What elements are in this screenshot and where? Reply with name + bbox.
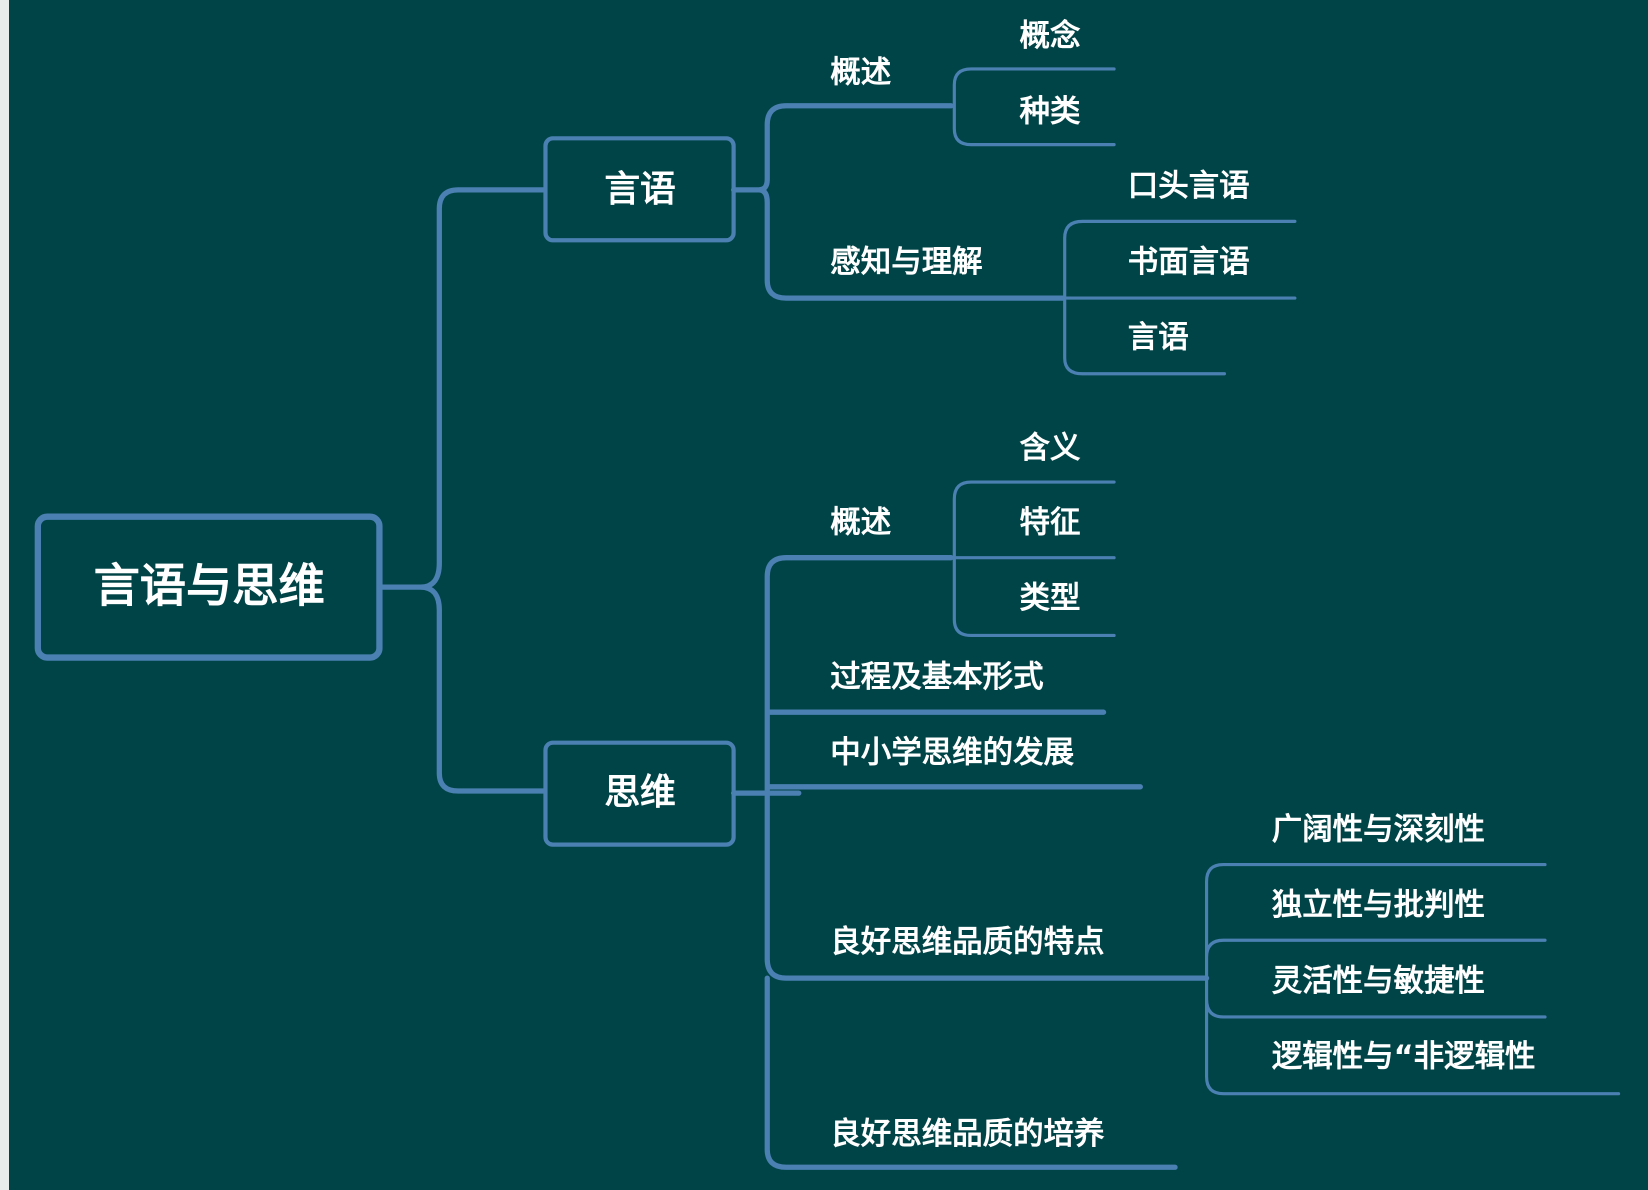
node-speech[interactable]: 言语 — [543, 136, 736, 243]
node-speech-perception[interactable]: 感知与理解 — [830, 245, 982, 280]
leaf-written-speech[interactable]: 书面言语 — [1128, 245, 1250, 280]
leaf-independence-criticality[interactable]: 独立性与批判性 — [1272, 888, 1485, 923]
node-thinking-development[interactable]: 中小学思维的发展 — [830, 735, 1074, 771]
leaf-kinds[interactable]: 类型 — [1019, 581, 1080, 616]
node-thinking-label: 思维 — [604, 772, 675, 813]
leaf-types[interactable]: 种类 — [1019, 95, 1080, 130]
label: 概述 — [830, 56, 891, 91]
leaf-meaning[interactable]: 含义 — [1019, 430, 1080, 466]
speech-overview-bracket — [923, 67, 1116, 147]
root-connector — [377, 187, 548, 794]
node-thinking-process[interactable]: 过程及基本形式 — [830, 660, 1043, 695]
left-edge-strip — [0, 0, 9, 1190]
node-thinking-overview[interactable]: 概述 — [830, 506, 891, 541]
leaf-features[interactable]: 特征 — [1019, 506, 1080, 541]
speech-connector — [730, 103, 1067, 301]
thinking-overview-bracket — [923, 480, 1116, 638]
node-speech-overview[interactable]: 概述 — [830, 56, 891, 91]
speech-perception-bracket — [1033, 219, 1297, 376]
node-thinking[interactable]: 思维 — [543, 740, 736, 847]
leaf-breadth-depth[interactable]: 广阔性与深刻性 — [1272, 812, 1485, 847]
node-thinking-cultivation[interactable]: 良好思维品质的培养 — [830, 1116, 1105, 1152]
node-thinking-qualities[interactable]: 良好思维品质的特点 — [830, 924, 1104, 960]
thinking-qualities-bracket — [1173, 863, 1621, 1096]
leaf-oral-speech[interactable]: 口头言语 — [1128, 169, 1250, 204]
node-speech-label: 言语 — [604, 169, 675, 210]
leaf-flexibility-agility[interactable]: 灵活性与敏捷性 — [1272, 964, 1485, 999]
leaf-speech[interactable]: 言语 — [1128, 321, 1189, 356]
leaf-logic-nonlogic[interactable]: 逻辑性与“非逻辑性 — [1272, 1039, 1536, 1074]
root-label: 言语与思维 — [94, 559, 325, 613]
root-node[interactable]: 言语与思维 — [34, 513, 383, 661]
leaf-concept[interactable]: 概念 — [1019, 18, 1080, 54]
thinking-connector — [730, 555, 1210, 1170]
